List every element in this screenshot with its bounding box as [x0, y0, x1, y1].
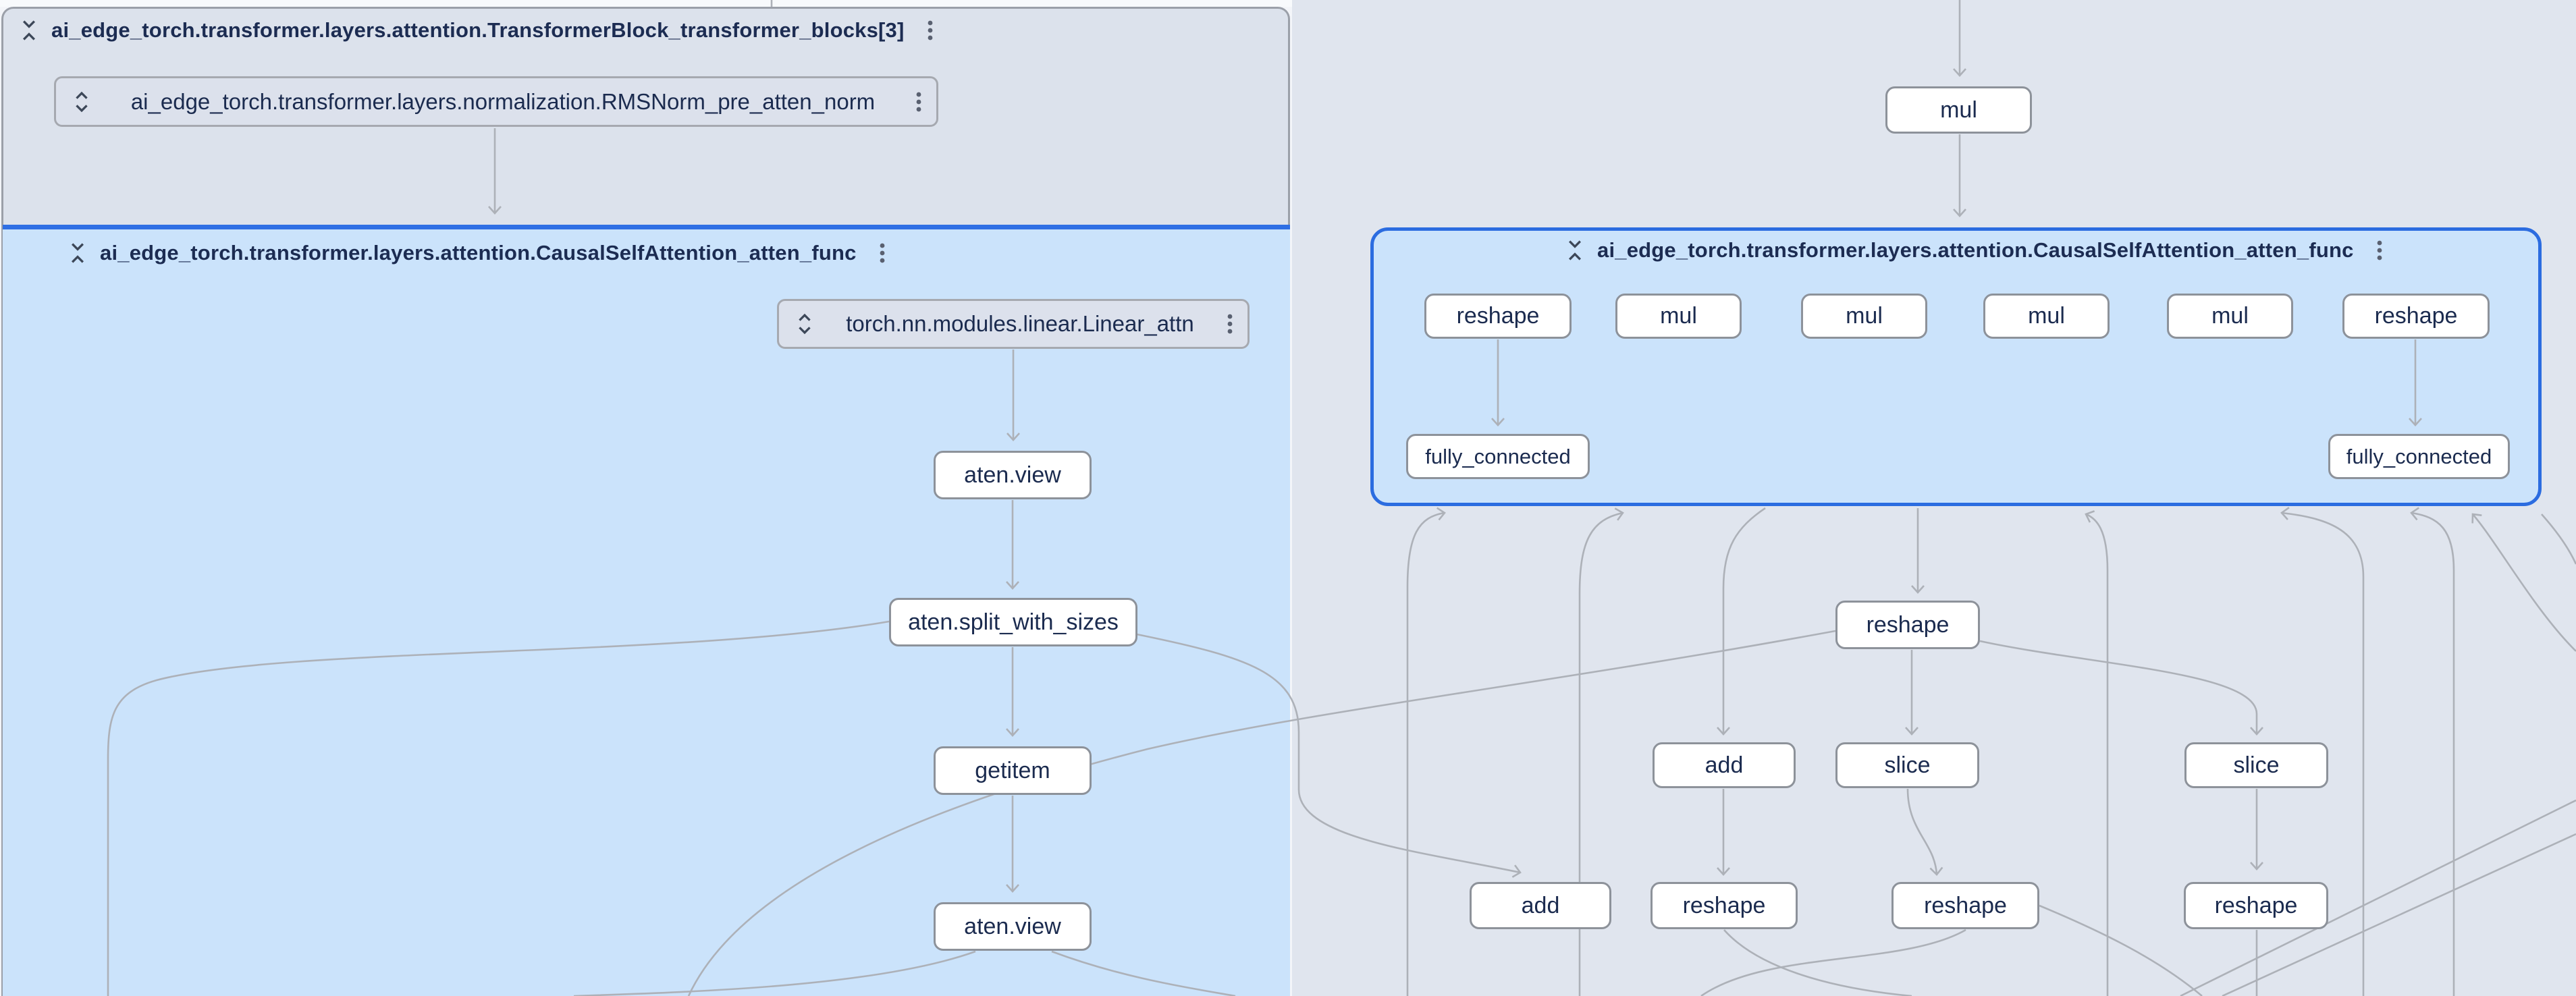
node-fully-connected[interactable]: fully_connected — [1406, 434, 1590, 479]
unfold-more-icon[interactable] — [72, 88, 91, 115]
node-reshape[interactable]: reshape — [2342, 294, 2490, 339]
node-aten-split-with-sizes[interactable]: aten.split_with_sizes — [889, 598, 1137, 646]
kebab-menu-icon[interactable] — [1226, 311, 1234, 337]
node-reshape[interactable]: reshape — [1651, 882, 1798, 929]
node-aten-view[interactable]: aten.view — [934, 451, 1092, 499]
panel-title: ai_edge_torch.transformer.layers.attenti… — [100, 241, 857, 265]
group-node-rmsnorm[interactable]: ai_edge_torch.transformer.layers.normali… — [54, 76, 938, 127]
attention-left-header[interactable]: ai_edge_torch.transformer.layers.attenti… — [68, 240, 886, 266]
group-node-label: ai_edge_torch.transformer.layers.normali… — [130, 88, 876, 114]
node-slice[interactable]: slice — [1835, 742, 1979, 788]
unfold-more-icon[interactable] — [795, 310, 814, 337]
node-mul[interactable]: mul — [1615, 294, 1742, 339]
group-node-label: torch.nn.modules.linear.Linear_attn — [846, 311, 1194, 336]
unfold-less-icon[interactable] — [19, 18, 39, 43]
panel-title: ai_edge_torch.transformer.layers.attenti… — [1597, 238, 2354, 262]
transformer-block-header[interactable]: ai_edge_torch.transformer.layers.attenti… — [19, 18, 934, 43]
node-reshape[interactable]: reshape — [2184, 882, 2328, 929]
node-reshape[interactable]: reshape — [1835, 601, 1980, 649]
unfold-less-icon[interactable] — [68, 240, 88, 266]
node-add[interactable]: add — [1470, 882, 1611, 929]
node-aten-view[interactable]: aten.view — [934, 902, 1092, 951]
node-reshape[interactable]: reshape — [1891, 882, 2039, 929]
unfold-less-icon[interactable] — [1565, 238, 1585, 263]
node-mul[interactable]: mul — [1801, 294, 1927, 339]
node-mul[interactable]: mul — [1983, 294, 2110, 339]
kebab-menu-icon[interactable] — [915, 89, 923, 115]
kebab-menu-icon[interactable] — [2376, 238, 2384, 263]
group-node-linear-attn[interactable]: torch.nn.modules.linear.Linear_attn — [777, 299, 1250, 349]
canvas-background — [0, 0, 1293, 7]
attention-right-header[interactable]: ai_edge_torch.transformer.layers.attenti… — [1565, 238, 2384, 263]
node-getitem[interactable]: getitem — [934, 746, 1092, 795]
node-add[interactable]: add — [1653, 742, 1796, 788]
kebab-menu-icon[interactable] — [878, 240, 886, 266]
node-fully-connected[interactable]: fully_connected — [2328, 434, 2510, 479]
kebab-menu-icon[interactable] — [926, 18, 934, 43]
node-mul[interactable]: mul — [1885, 86, 2032, 134]
node-slice[interactable]: slice — [2184, 742, 2328, 788]
panel-title: ai_edge_torch.transformer.layers.attenti… — [51, 18, 905, 42]
node-mul[interactable]: mul — [2167, 294, 2293, 339]
node-reshape[interactable]: reshape — [1424, 294, 1572, 339]
